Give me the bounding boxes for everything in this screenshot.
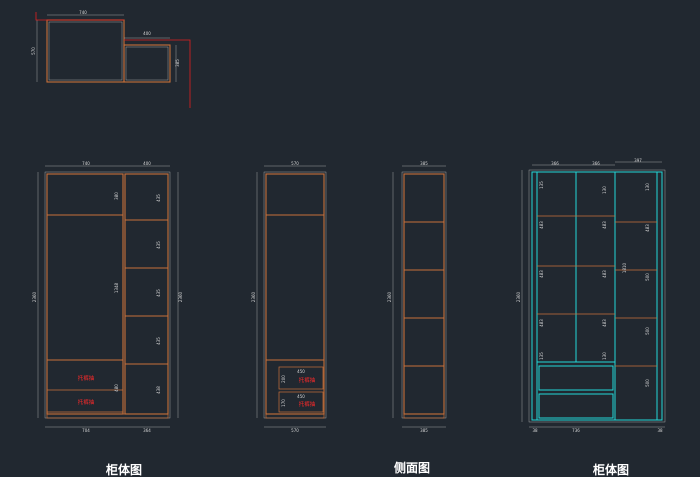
cyan-col3-1: 130: [645, 183, 650, 191]
plan-width-1: 740: [79, 10, 87, 15]
cyan-col3-5: 500: [645, 379, 650, 387]
cyan-col3-4: 500: [645, 327, 650, 335]
front-right-cell-5: 438: [156, 386, 161, 394]
cyan-col1-3: 483: [539, 270, 544, 278]
cyan-col2-1: 130: [602, 186, 607, 194]
front-inner-top: 380: [114, 192, 119, 200]
side-view-title: 侧面图: [394, 460, 430, 475]
cyan-col1-5: 135: [539, 352, 544, 360]
front-height-right: 2360: [178, 291, 183, 302]
sideB-top-width: 385: [420, 161, 428, 166]
front-view-title: 柜体图: [105, 462, 142, 477]
cyan-top-width-a: 366: [551, 161, 559, 166]
plan-view: 740 400 570 385: [31, 10, 191, 108]
plan-right-box: [123, 44, 171, 83]
sideB-bottom-width: 385: [420, 428, 428, 433]
front-right-compartment: [124, 173, 169, 415]
sideA-dim-c: 200: [281, 375, 286, 383]
cyan-col2-2: 483: [602, 221, 607, 229]
cyan-col3-extra: 1810: [622, 262, 627, 273]
front-drawer-label-2: 托裤抽: [78, 398, 95, 406]
sideA-height: 2360: [251, 291, 256, 302]
plan-depth-1: 570: [31, 47, 36, 55]
cyan-outer-frame: [531, 171, 663, 421]
sideA-dim-b: 450: [297, 394, 305, 399]
cyan-view-title: 柜体图: [592, 462, 629, 477]
front-bottom-width-2: 364: [143, 428, 151, 433]
cyan-bottom-middle: 736: [572, 428, 580, 433]
cyan-col3-3: 500: [645, 273, 650, 281]
sideA-drawer-label-1: 托裤抽: [299, 376, 316, 384]
front-drawer-label-1: 托裤抽: [78, 374, 95, 382]
front-right-cell-4: 435: [156, 337, 161, 345]
cyan-col1-4: 483: [539, 319, 544, 327]
sideA-dim-a: 450: [297, 369, 305, 374]
front-bottom-width-1: 704: [82, 428, 90, 433]
front-top-width-1: 740: [82, 161, 90, 166]
side-view-b: 385 385 2360 侧面图: [387, 161, 447, 475]
front-view: 740 400 704 364 2360 2360 380 1348 480 4…: [32, 161, 183, 477]
sideA-top-width: 570: [291, 161, 299, 166]
front-inner-low: 480: [114, 384, 119, 392]
front-right-cell-2: 435: [156, 241, 161, 249]
cyan-col2-4: 483: [602, 319, 607, 327]
plan-width-2: 400: [143, 31, 151, 36]
front-right-cell-1: 435: [156, 194, 161, 202]
cyan-top-width-c: 397: [634, 158, 642, 163]
cyan-top-width-b: 366: [592, 161, 600, 166]
cyan-bottom-left: 38: [532, 428, 538, 433]
front-height-left: 2360: [32, 291, 37, 302]
side-view-a: 570 570 2360 450 450 200 170 托裤抽 托裤抽: [251, 161, 327, 433]
sideA-bottom-width: 570: [291, 428, 299, 433]
cyan-height: 2360: [516, 291, 521, 302]
cyan-col1-2: 483: [539, 221, 544, 229]
cyan-front-view: 366 366 397 2360 38 736 38 135 483 483 4…: [516, 158, 666, 477]
cyan-bottom-right: 38: [657, 428, 663, 433]
cyan-col1-1: 135: [539, 181, 544, 189]
sideA-dim-d: 170: [281, 399, 286, 407]
cyan-col2-3: 483: [602, 270, 607, 278]
cyan-col2-5: 130: [602, 352, 607, 360]
front-inner-main: 1348: [114, 282, 119, 293]
sideB-height: 2360: [387, 291, 392, 302]
cyan-col3-2: 483: [645, 224, 650, 232]
plan-left-box: [46, 19, 125, 83]
front-right-cell-3: 435: [156, 289, 161, 297]
front-top-width-2: 400: [143, 161, 151, 166]
sideA-drawer-label-2: 托裤抽: [299, 400, 316, 408]
plan-depth-2: 385: [175, 59, 180, 67]
